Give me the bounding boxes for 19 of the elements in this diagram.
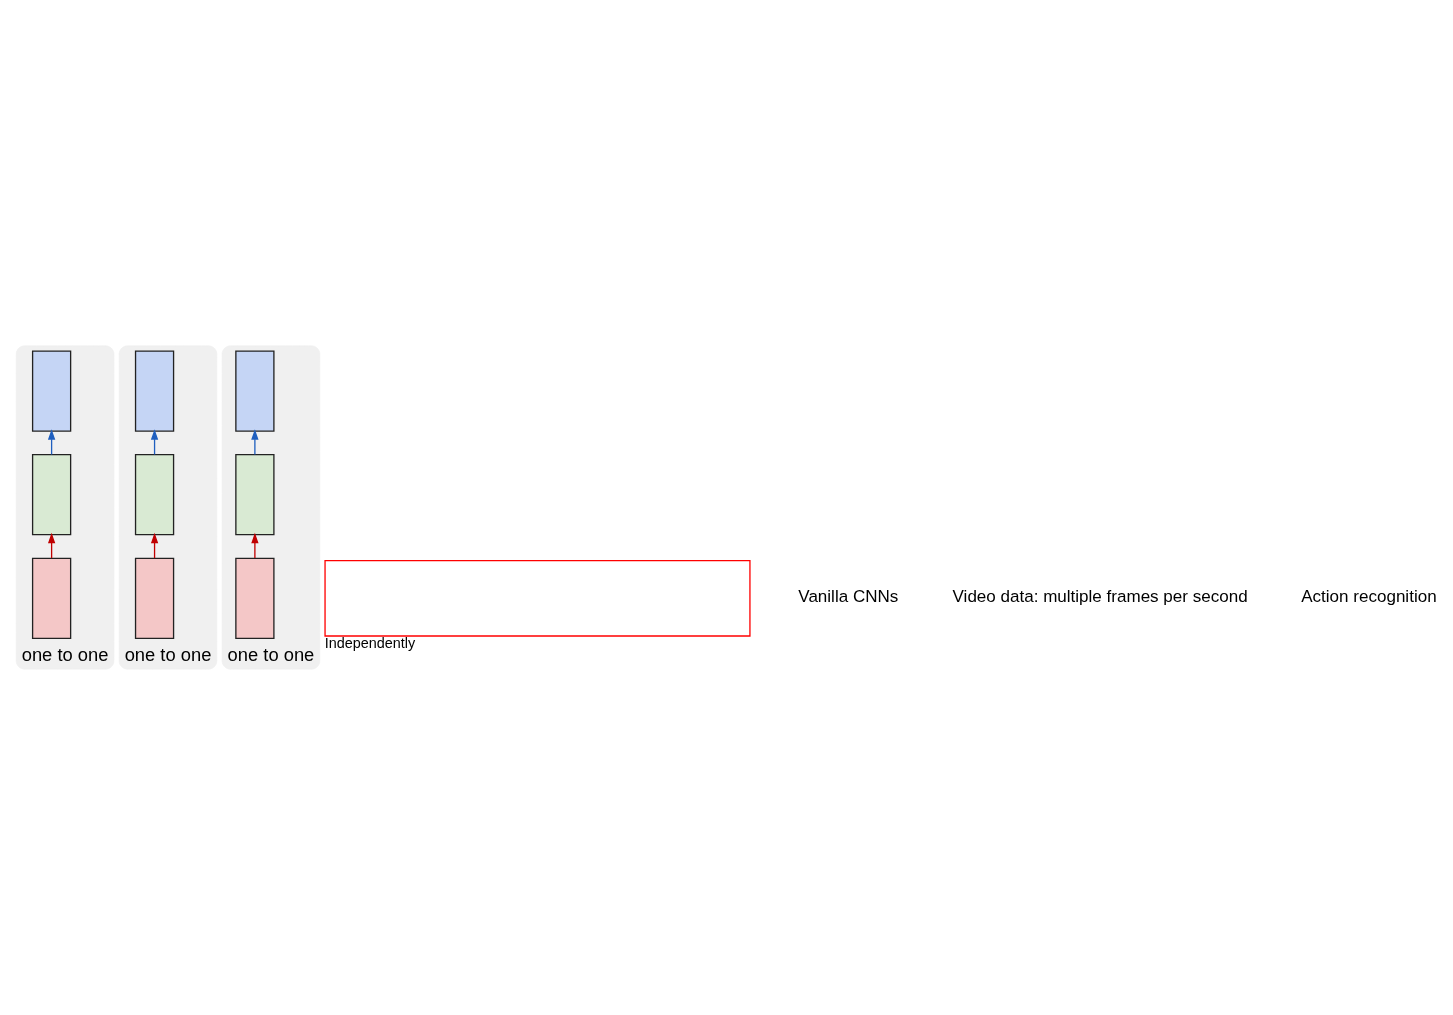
label: Vanilla CNNs <box>798 587 899 607</box>
arrow <box>251 532 259 559</box>
node-box <box>235 557 275 639</box>
node-box <box>31 350 72 432</box>
node-box <box>31 557 72 639</box>
node-box <box>134 350 175 432</box>
node-label: Independently <box>324 634 416 651</box>
node-box <box>235 350 275 432</box>
arrow <box>251 429 259 456</box>
node-box <box>31 454 72 536</box>
cluster: one to one <box>15 345 115 670</box>
node-box <box>324 559 751 637</box>
node-box <box>235 454 275 536</box>
node-box <box>134 557 175 639</box>
label: Action recognition <box>1301 587 1437 607</box>
cluster: one to one <box>118 345 218 670</box>
node-box <box>134 454 175 536</box>
label: Video data: multiple frames per second <box>952 587 1248 607</box>
cluster: one to one <box>221 345 321 670</box>
